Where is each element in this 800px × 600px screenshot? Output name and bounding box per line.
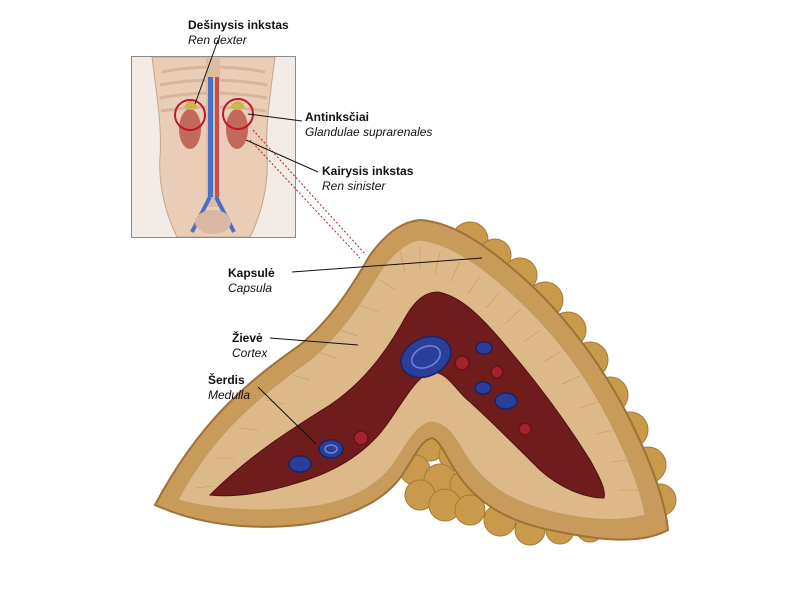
central-vein [400,335,452,379]
arteries [353,355,532,446]
leader-medulla [257,386,317,445]
zoom-line-upper [252,129,367,256]
label-adrenals-latin: Glandulae suprarenales [305,125,433,139]
torso-inset [131,56,296,238]
label-cortex: Žievė Cortex [232,331,267,361]
label-medulla: Šerdis Medulla [208,373,250,403]
leader-right-kidney [194,39,219,105]
label-left-kidney: Kairysis inkstas Ren sinister [322,164,413,194]
right-adrenal-marker [174,99,206,131]
vena-cava [208,77,213,197]
torso-illustration [151,57,276,237]
left-adrenal-figure [230,101,245,110]
label-capsule-main: Kapsulė [228,266,275,280]
label-right-kidney: Dešinysis inkstas Ren dexter [188,18,289,48]
label-cortex-latin: Cortex [232,346,268,360]
label-adrenals-main: Antinksčiai [305,110,370,124]
vein-highlights [324,345,441,454]
label-capsule: Kapsulė Capsula [228,266,275,296]
cortex-striations [195,246,638,491]
label-left-kidney-main: Kairysis inkstas [322,164,414,178]
veins [288,335,518,473]
medulla [208,291,605,499]
right-adrenal-figure [184,101,198,110]
label-capsule-latin: Capsula [228,281,273,295]
leader-left-kidney [245,139,319,173]
label-medulla-latin: Medulla [208,388,251,402]
label-right-kidney-main: Dešinysis inkstas [188,18,289,32]
leader-cortex [269,337,359,346]
aorta [215,77,219,197]
label-cortex-main: Žievė [232,331,263,345]
label-adrenals: Antinksčiai Glandulae suprarenales [305,110,432,140]
leader-adrenals [247,113,303,122]
label-left-kidney-latin: Ren sinister [322,179,386,193]
leader-capsule [291,257,483,273]
label-medulla-main: Šerdis [208,373,245,387]
left-adrenal-marker [222,98,254,130]
label-right-kidney-latin: Ren dexter [188,33,247,47]
bladder [195,210,231,234]
zoom-line-lower [249,139,361,259]
